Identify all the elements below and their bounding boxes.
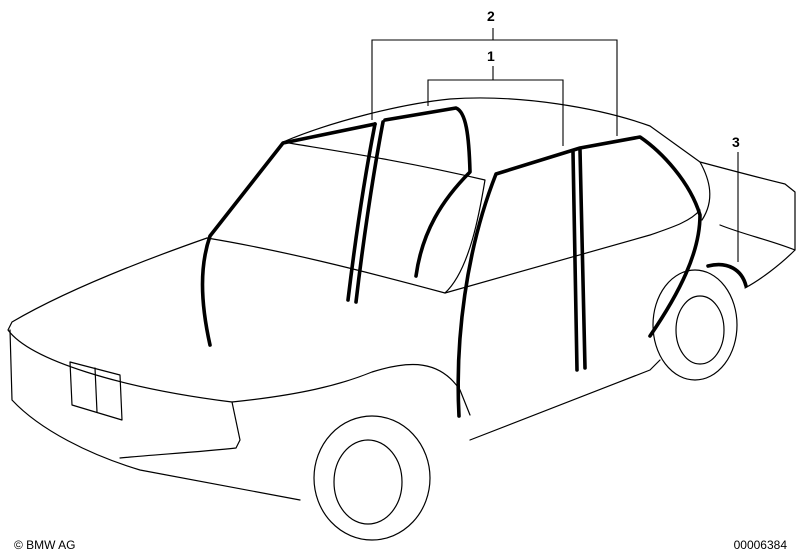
callout-1: 1 [487,48,495,64]
car-body-outline [7,97,796,501]
copyright-text: © BMW AG [14,538,76,552]
leader-lines [371,28,739,262]
callout-3: 3 [732,134,740,150]
weatherstrip-seals [200,106,748,418]
callout-2: 2 [487,8,495,24]
wheels [313,269,738,541]
diagram-number: 00006384 [733,538,787,552]
